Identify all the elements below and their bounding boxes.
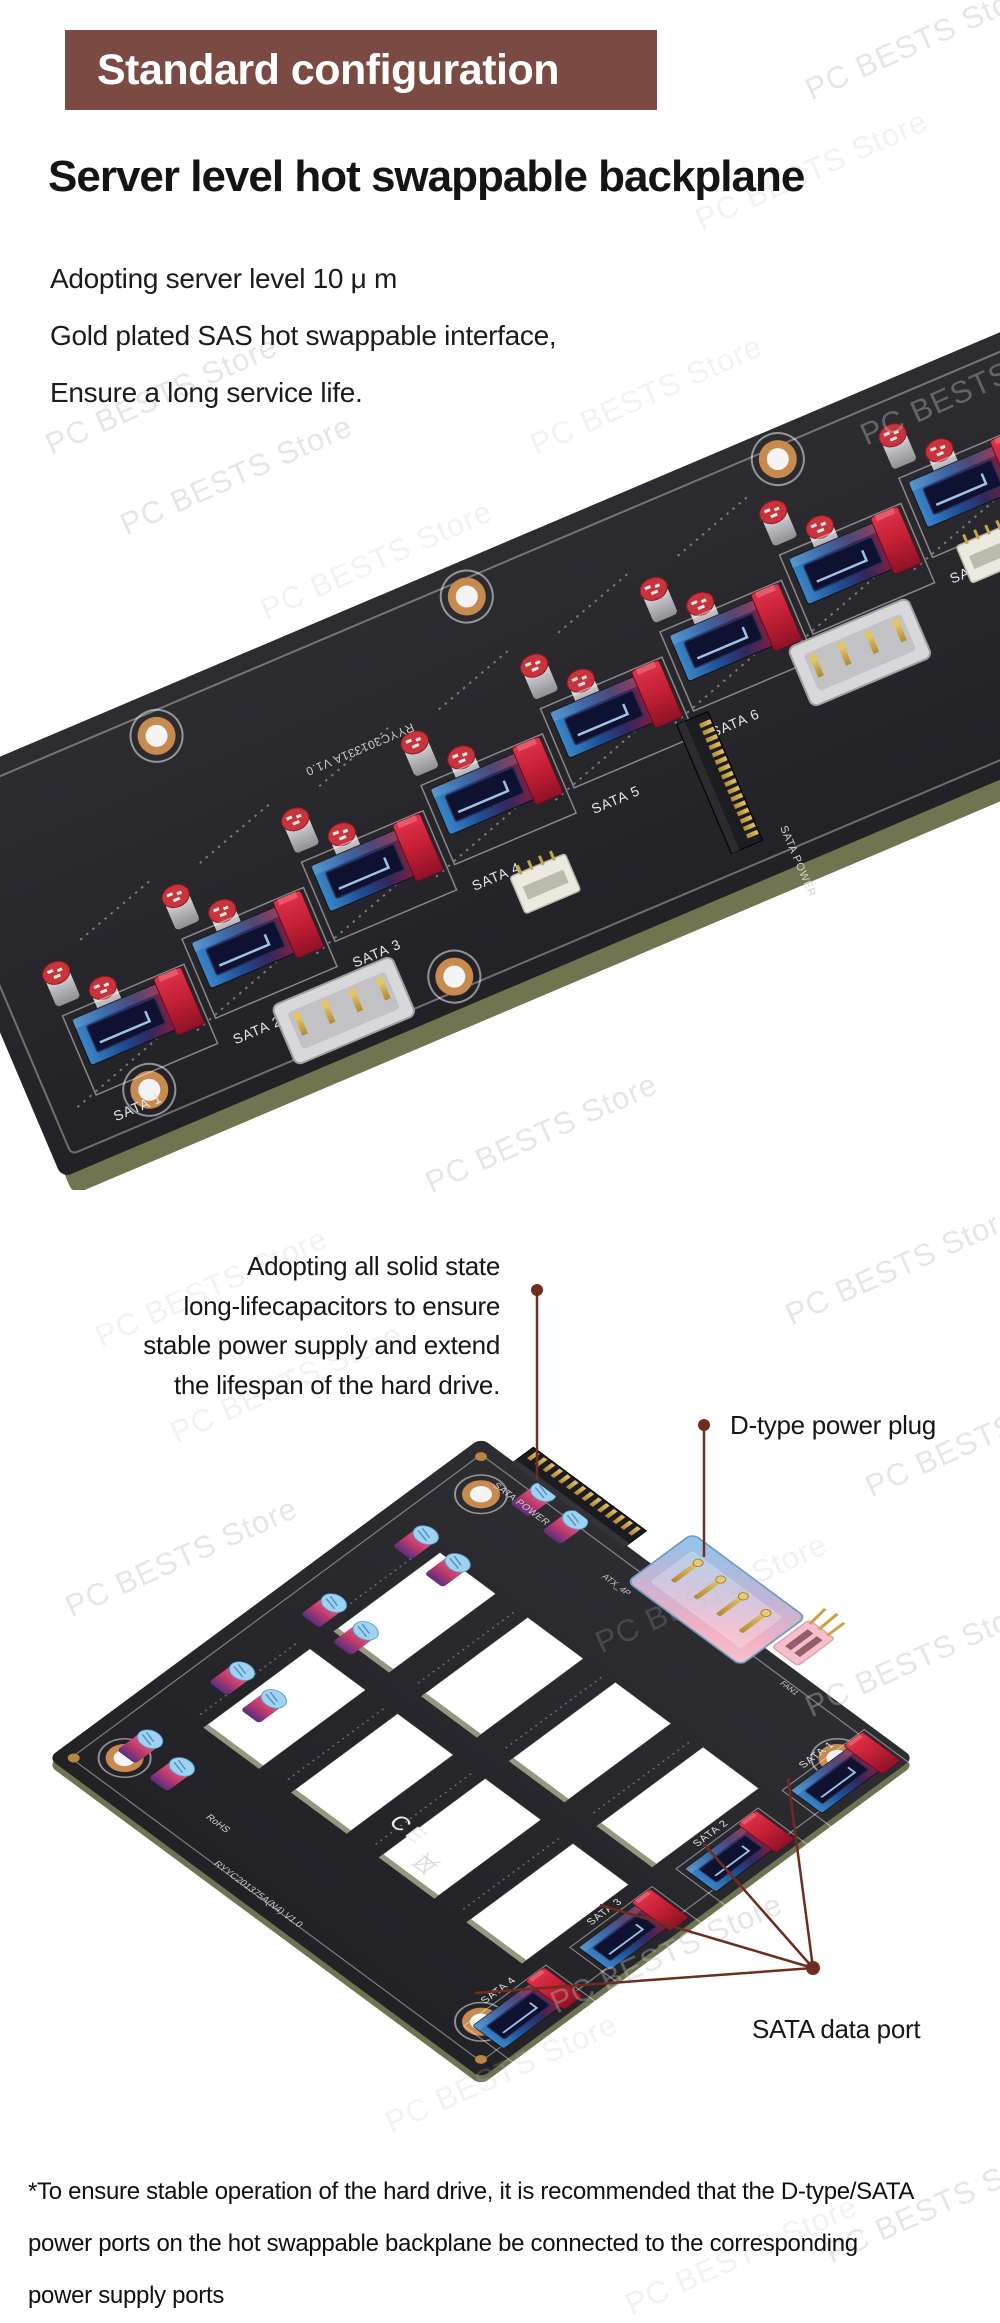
watermark: PC BESTS Store bbox=[780, 1198, 1000, 1332]
fiducial-dot bbox=[475, 1452, 487, 1462]
sata-power-edge-connector bbox=[675, 710, 764, 855]
backplane-board-2: SATA 1 SATA 2 SATA 3 SATA 4 SATA POWER bbox=[52, 1440, 919, 2076]
capacitor-callout-line-2: long-lifecapacitors to ensure bbox=[183, 1290, 501, 1321]
photo-backplane-8bay: SATA 1 SATA 2 SATA 3 SATA 4 SATA 5 SATA … bbox=[0, 330, 1000, 1190]
page-title: Server level hot swappable backplane bbox=[48, 152, 805, 201]
intro-line-1: Adopting server level 10 μ m bbox=[50, 263, 398, 294]
drive-bay-cutouts bbox=[203, 1552, 759, 1964]
intro-paragraph: Adopting server level 10 μ m Gold plated… bbox=[50, 250, 557, 421]
d-type-power-plug-connector bbox=[629, 1535, 804, 1664]
footnote-line-1: *To ensure stable operation of the hard … bbox=[28, 2178, 915, 2205]
fan-connector bbox=[773, 1607, 846, 1666]
weee-icon bbox=[410, 1852, 441, 1875]
photo-backplane-4bay: SATA 1 SATA 2 SATA 3 SATA 4 SATA POWER bbox=[52, 1440, 919, 2083]
capacitor-callout-line-3: stable power supply and extend bbox=[143, 1330, 500, 1360]
intro-line-3: Ensure a long service life. bbox=[50, 377, 363, 408]
capacitor-callout-line-1: Adopting all solid state bbox=[247, 1251, 500, 1281]
sata-power-edge-connector bbox=[511, 1446, 648, 1548]
annotation-dot-capacitors bbox=[531, 1284, 543, 1296]
capacitor-callout-text: Adopting all solid state long-lifecapaci… bbox=[40, 1247, 500, 1405]
sata-data-port-label: SATA data port bbox=[752, 2014, 921, 2044]
footnote: *To ensure stable operation of the hard … bbox=[28, 2166, 914, 2322]
capacitor-callout-line-4: the lifespan of the hard drive. bbox=[173, 1369, 500, 1400]
d-type-power-plug-label: D-type power plug bbox=[730, 1410, 936, 1440]
fiducial-dot bbox=[67, 1753, 80, 1763]
footnote-line-3: power supply ports bbox=[28, 2282, 225, 2309]
via-rows bbox=[76, 494, 995, 1109]
backplane-board-1: SATA 1 SATA 2 SATA 3 SATA 4 SATA 5 SATA … bbox=[0, 330, 1000, 1190]
footnote-line-2: power ports on the hot swappable backpla… bbox=[28, 2230, 858, 2257]
banner-standard-configuration: Standard configuration bbox=[65, 30, 657, 110]
watermark: PC BESTS Store bbox=[800, 0, 1000, 107]
fiducial-dot bbox=[475, 2054, 487, 2064]
banner-label: Standard configuration bbox=[97, 45, 560, 94]
intro-line-2: Gold plated SAS hot swappable interface, bbox=[50, 320, 557, 351]
